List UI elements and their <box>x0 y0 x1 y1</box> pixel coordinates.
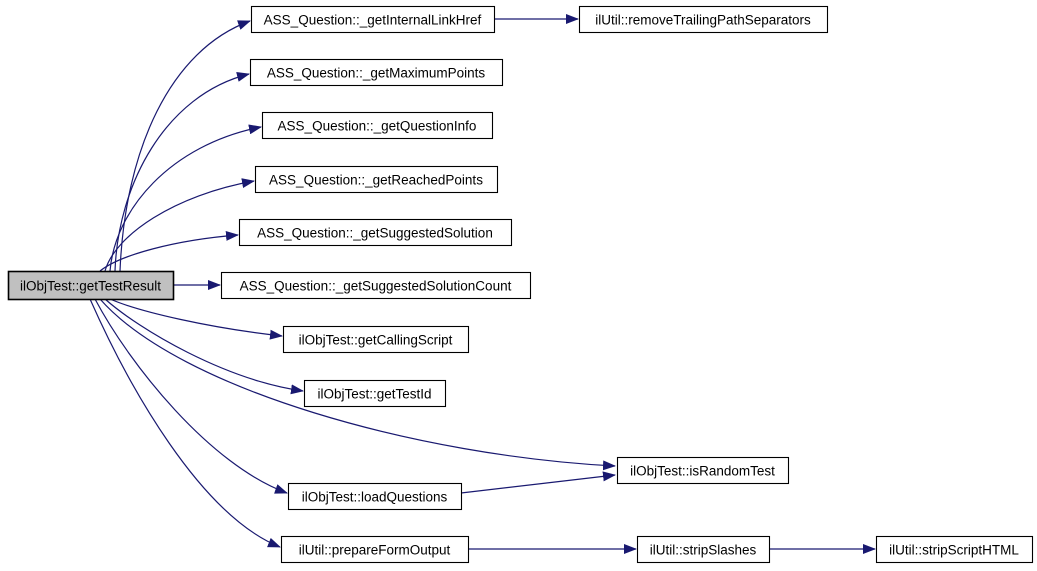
node-box-isRandomTest[interactable] <box>616 456 790 485</box>
node-loadQuestions[interactable]: ilObjTest::loadQuestions <box>287 482 463 511</box>
edge-getTestResult-to-getQuestionInfo <box>109 124 262 272</box>
node-removeTrailingPathSeparators[interactable]: ilUtil::removeTrailingPathSeparators <box>578 5 829 34</box>
node-label-getReachedPoints: ASS_Question::_getReachedPoints <box>269 173 483 188</box>
node-box-getTestId[interactable] <box>303 379 447 408</box>
node-box-getCallingScript[interactable] <box>282 325 470 354</box>
node-label-getSuggestedSolution: ASS_Question::_getSuggestedSolution <box>257 226 493 241</box>
node-box-getReachedPoints[interactable] <box>254 165 499 194</box>
node-getTestResult: ilObjTest::getTestResult <box>7 270 175 301</box>
edge-getTestResult-to-prepareFormOutput <box>89 298 281 548</box>
node-getSuggestedSolution[interactable]: ASS_Question::_getSuggestedSolution <box>238 218 513 247</box>
edge-getTestResult-to-getCallingScript <box>109 298 283 340</box>
nodes-layer: ilObjTest::getTestResult ASS_Question::_g… <box>7 5 1034 564</box>
node-prepareFormOutput[interactable]: ilUtil::prepareFormOutput <box>280 535 470 564</box>
node-label-getInternalLinkHref: ASS_Question::_getInternalLinkHref <box>264 13 482 28</box>
node-box-getMaximumPoints[interactable] <box>249 58 504 87</box>
node-label-getCallingScript: ilObjTest::getCallingScript <box>299 333 453 348</box>
node-box-getSuggestedSolution[interactable] <box>238 218 513 247</box>
node-getCallingScript[interactable]: ilObjTest::getCallingScript <box>282 325 470 354</box>
node-box-prepareFormOutput[interactable] <box>280 535 470 564</box>
node-label-getTestId: ilObjTest::getTestId <box>317 387 431 402</box>
node-label-stripSlashes: ilUtil::stripSlashes <box>650 543 757 558</box>
node-box-getInternalLinkHref[interactable] <box>250 5 496 34</box>
node-box-getSuggestedSolutionCount[interactable] <box>220 271 532 300</box>
node-label-loadQuestions: ilObjTest::loadQuestions <box>302 490 448 505</box>
node-box-stripScriptHTML[interactable] <box>875 535 1034 564</box>
node-label-isRandomTest: ilObjTest::isRandomTest <box>630 464 775 479</box>
node-getInternalLinkHref[interactable]: ASS_Question::_getInternalLinkHref <box>250 5 496 34</box>
edge-getTestResult-to-getInternalLinkHref <box>119 20 251 272</box>
node-label-prepareFormOutput: ilUtil::prepareFormOutput <box>299 543 451 558</box>
node-box-loadQuestions[interactable] <box>287 482 463 511</box>
node-label-stripScriptHTML: ilUtil::stripScriptHTML <box>889 543 1019 558</box>
node-stripSlashes[interactable]: ilUtil::stripSlashes <box>636 535 771 564</box>
edge-getTestResult-to-getSuggestedSolution <box>99 230 239 272</box>
node-getMaximumPoints[interactable]: ASS_Question::_getMaximumPoints <box>249 58 504 87</box>
edge-getTestResult-to-loadQuestions <box>94 298 288 494</box>
edge-getTestResult-to-getMaximumPoints <box>114 72 250 272</box>
node-getQuestionInfo[interactable]: ASS_Question::_getQuestionInfo <box>261 111 494 140</box>
node-box-removeTrailingPathSeparators[interactable] <box>578 5 829 34</box>
node-box-getQuestionInfo[interactable] <box>261 111 494 140</box>
node-stripScriptHTML[interactable]: ilUtil::stripScriptHTML <box>875 535 1034 564</box>
edge-getTestResult-to-getReachedPoints <box>104 178 255 272</box>
edge-getTestResult-to-getTestId <box>104 298 304 395</box>
node-box-getTestResult <box>7 270 175 301</box>
edges-layer <box>89 14 876 554</box>
node-getSuggestedSolutionCount[interactable]: ASS_Question::_getSuggestedSolutionCount <box>220 271 532 300</box>
node-box-stripSlashes[interactable] <box>636 535 771 564</box>
edge-getTestResult-to-isRandomTest <box>99 298 616 471</box>
node-label-removeTrailingPathSeparators: ilUtil::removeTrailingPathSeparators <box>595 13 811 28</box>
node-label-getTestResult: ilObjTest::getTestResult <box>20 279 161 294</box>
node-isRandomTest[interactable]: ilObjTest::isRandomTest <box>616 456 790 485</box>
node-label-getSuggestedSolutionCount: ASS_Question::_getSuggestedSolutionCount <box>240 279 512 294</box>
edge-loadQuestions-to-isRandomTest <box>460 471 616 494</box>
node-getReachedPoints[interactable]: ASS_Question::_getReachedPoints <box>254 165 499 194</box>
node-label-getQuestionInfo: ASS_Question::_getQuestionInfo <box>278 119 477 134</box>
node-label-getMaximumPoints: ASS_Question::_getMaximumPoints <box>267 66 486 81</box>
node-getTestId[interactable]: ilObjTest::getTestId <box>303 379 447 408</box>
